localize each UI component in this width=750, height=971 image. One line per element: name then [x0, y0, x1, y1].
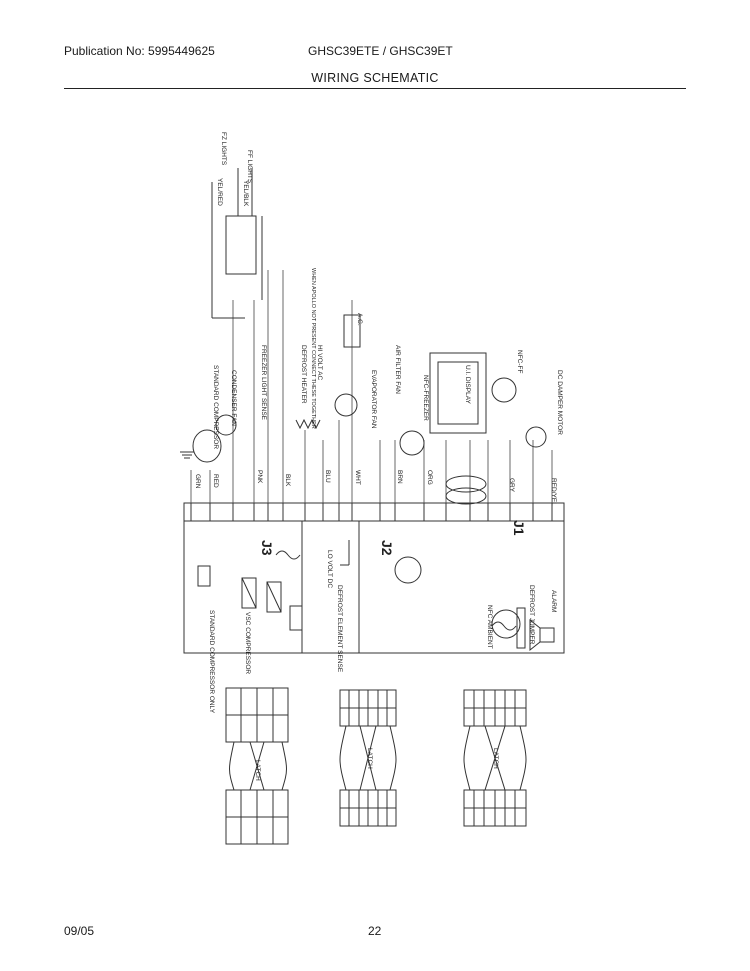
label-j1: J1	[511, 520, 527, 536]
wire-grn: GRN	[194, 474, 201, 489]
defrost-jumper-block	[516, 607, 526, 649]
label-nfc-ff: NFC-FF	[516, 350, 523, 373]
label-nfc-freezer: NFC-FREEZER	[422, 375, 429, 421]
wire-brn: BRN	[396, 470, 403, 484]
connector-diagrams	[225, 687, 527, 845]
label-hi-volt: HI VOLT AC	[316, 345, 323, 380]
connector-pins	[190, 503, 553, 521]
header-divider	[64, 88, 686, 89]
ground-symbols	[180, 451, 194, 459]
label-lo-volt: LO VOLT DC	[326, 550, 333, 588]
wire-blu: BLU	[324, 470, 331, 483]
wire-wht: WHT	[354, 470, 361, 485]
footer-date: 09/05	[64, 924, 95, 938]
wire-gry: GRY	[508, 478, 515, 493]
compressor-symbol	[192, 429, 222, 463]
label-alarm: ALARM	[550, 590, 557, 612]
wire-bundle	[190, 270, 553, 503]
board-sine-symbol	[275, 550, 301, 560]
label-yel-blk: YEL/BLK	[242, 180, 249, 207]
alarm-speaker	[539, 627, 555, 643]
label-standard-compressor-only: STANDARD COMPRESSOR ONLY	[208, 610, 215, 714]
label-ui-display: U.I. DISPLAY	[464, 365, 471, 405]
label-latch-left: LATCH	[254, 760, 261, 781]
evaporator-fan-circle	[394, 556, 422, 584]
wire-blk: BLK	[284, 474, 291, 487]
model-number: GHSC39ETE / GHSC39ET	[308, 44, 453, 58]
air-filter-fan	[343, 314, 361, 348]
label-fz-lights: FZ LIGHTS	[220, 132, 227, 166]
nfc-ambient-sensor	[491, 609, 521, 639]
label-latch-right: LATCH	[492, 748, 499, 769]
footer-page-number: 22	[368, 924, 382, 938]
label-standard-compressor: STANDARD COMPRESSOR	[212, 365, 219, 449]
main-control-board	[183, 502, 565, 654]
label-latch-middle: LATCH	[366, 748, 373, 769]
condenser-fan-circle	[215, 414, 237, 436]
label-j3: J3	[259, 540, 275, 556]
label-ac: A.C.	[356, 313, 363, 326]
wire-red: RED	[212, 474, 219, 488]
publication-number: Publication No: 5995449625	[64, 44, 215, 58]
label-defrost-element: DEFROST ELEMENT SENSE	[336, 585, 343, 673]
label-defrost-heater: DEFROST HEATER	[300, 345, 307, 404]
label-j2: J2	[379, 540, 395, 556]
wire-red-yel: RED/YEL	[550, 478, 557, 506]
lights-switch-block	[225, 215, 257, 275]
label-freezer-light: FREEZER LIGHT SENSE	[260, 345, 267, 421]
wire-pnk: PNK	[256, 470, 263, 484]
label-dc-damper-motor: DC DAMPER MOTOR	[556, 370, 563, 435]
condenser-fan-motor	[334, 393, 358, 417]
ui-display-box	[429, 352, 487, 434]
label-defrost-jumper: DEFROST JUMPER	[528, 585, 535, 645]
damper-motor	[525, 426, 547, 448]
label-evaporator-fan: EVAPORATOR FAN	[370, 370, 377, 429]
label-air-filter-fan: AIR FILTER FAN	[394, 345, 401, 394]
relay-coils	[241, 577, 282, 613]
page-title: WIRING SCHEMATIC	[311, 71, 439, 85]
nfc-freezer-sensor	[399, 430, 425, 456]
label-yel-red: YEL/RED	[216, 178, 223, 206]
nfc-ff-sensor	[491, 377, 517, 403]
label-condenser-fan: CONDENSER FAN	[230, 370, 237, 426]
defrost-heater-coil	[295, 418, 321, 430]
label-nfc-ambient: NFC AMBIENT	[486, 605, 493, 649]
label-vsc-compressor: VSC COMPRESSOR	[244, 612, 251, 674]
wire-org: ORG	[426, 470, 433, 485]
label-connect-note: WHEN APOLLO NOT PRESENT CONNECT THESE TO…	[310, 268, 316, 429]
label-ff-lights: FF LIGHTS	[246, 150, 253, 184]
relay-switches	[197, 565, 303, 631]
